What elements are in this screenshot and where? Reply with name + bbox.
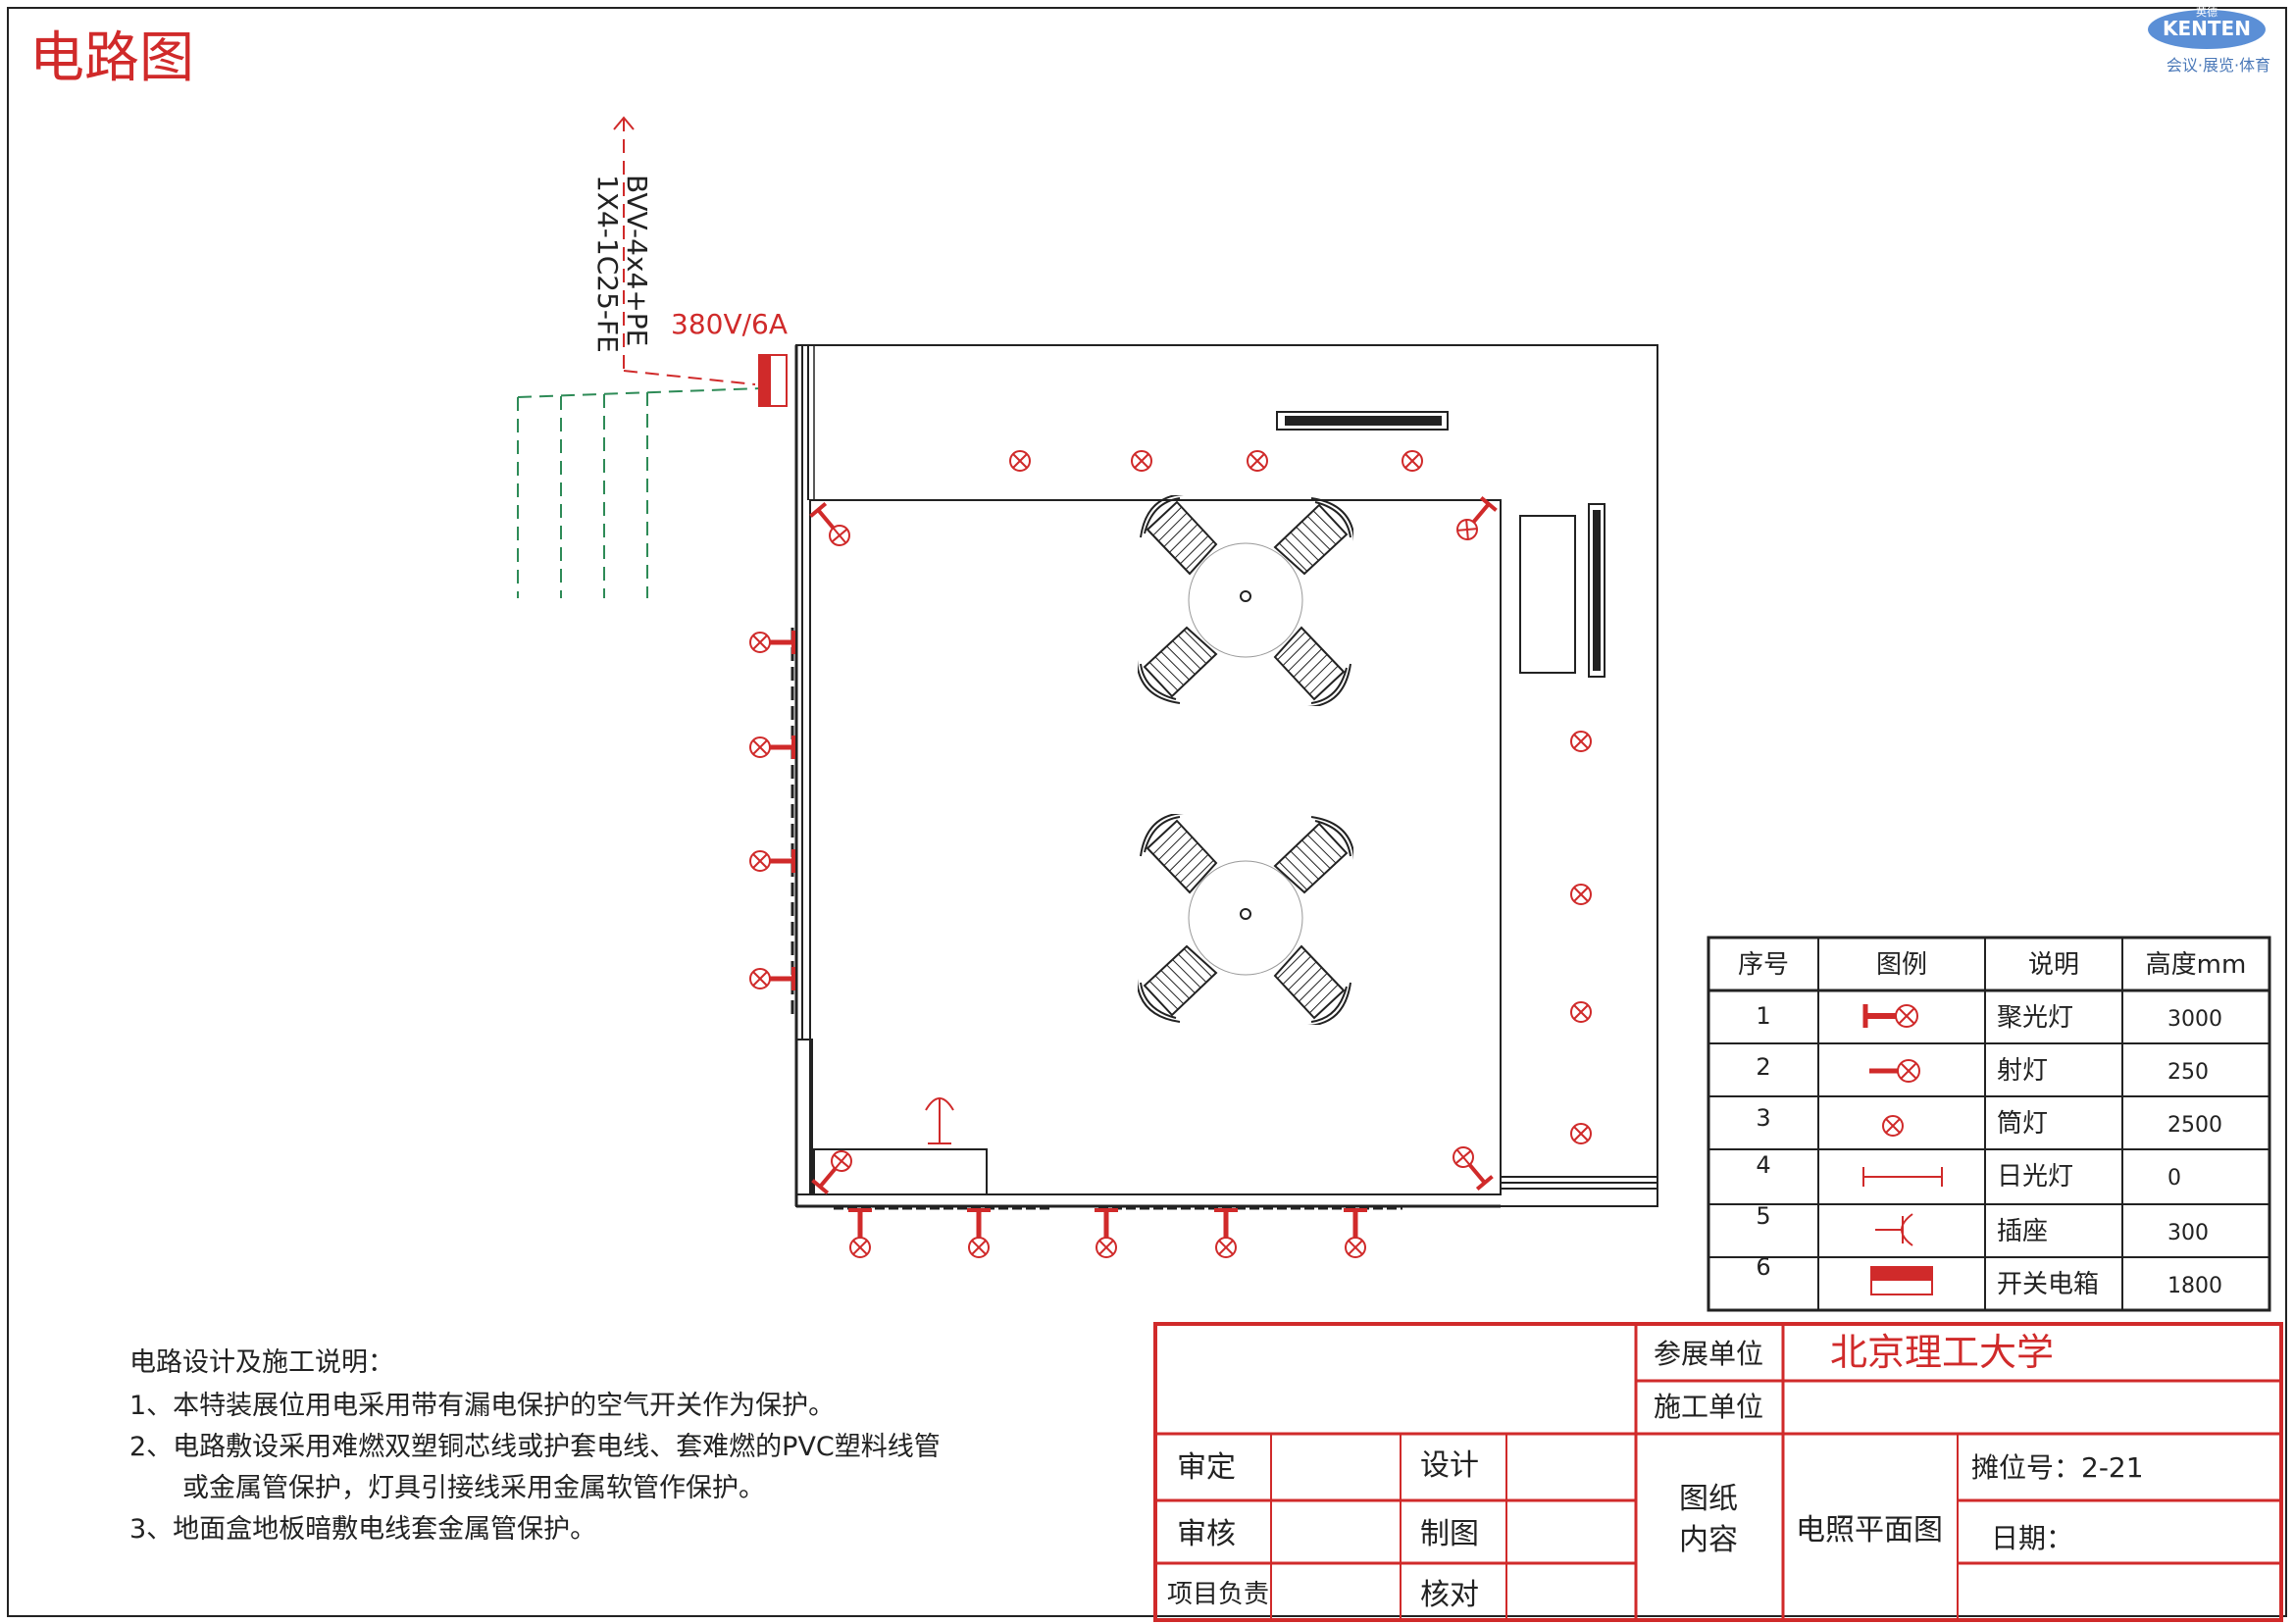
table-group-2 [1138,814,1353,1025]
spotlight-icon [848,1208,872,1258]
drawing-content-label-2: 内容 [1679,1523,1738,1557]
legend-header-no: 序号 [1738,950,1789,980]
logo-text: KENTEN [2163,17,2251,40]
downlight-icon [1247,450,1268,472]
notes-line-2: 2、电路敷设采用难燃双塑铜芯线或护套电线、套难燃的PVC塑料线管 [129,1432,941,1462]
downlight-icon [1882,1115,1904,1137]
legend-table: 序号 图例 说明 高度mm 1 2 3 4 5 6 [1707,936,2271,1312]
design-label: 设计 [1420,1448,1479,1483]
logo-subtitle: 会议·展览·体育 [2167,56,2270,75]
projector-light-icon [1453,1146,1494,1192]
projector-light-icon [809,501,850,546]
pm-label: 项目负责 [1167,1580,1269,1609]
switch-box-icon [1870,1266,1933,1295]
downlight-icon [1009,450,1031,472]
legend-row-no: 3 [1756,1104,1770,1132]
legend-row-no: 1 [1756,1002,1770,1030]
contractor-label: 施工单位 [1654,1391,1763,1423]
spotlight-icon [749,967,795,990]
drawing-content-label-1: 图纸 [1679,1482,1738,1516]
page-title: 电路图 [29,26,194,90]
legend-row-height: 250 [2167,1060,2209,1085]
spotlight-icon [749,849,795,873]
spotlight-icon [1214,1208,1238,1258]
legend-row-height: 1800 [2167,1274,2222,1298]
switch-box [758,354,788,407]
power-rating: 380V/6A [671,308,788,340]
legend-row-desc: 筒灯 [1997,1109,2048,1139]
audit-label: 审核 [1177,1517,1236,1551]
spotlight-icon [1095,1208,1118,1258]
projector-light-icon [811,1150,852,1195]
sheet-border [7,7,2287,1617]
legend-row-height: 300 [2167,1221,2209,1245]
downlight-icon [1131,450,1152,472]
drawing-name: 电照平面图 [1796,1513,1943,1548]
legend-row-desc: 射灯 [1997,1056,2048,1086]
legend-row-height: 3000 [2167,1007,2222,1032]
socket-icon [1875,1213,1913,1246]
exhibitor-label: 参展单位 [1654,1338,1763,1370]
legend-row-desc: 插座 [1997,1217,2048,1246]
legend-row-no: 6 [1756,1253,1770,1281]
bottom-spotlights [848,1208,1367,1258]
legend-header-height: 高度mm [2146,950,2247,980]
title-block: 参展单位 北京理工大学 施工单位 审定 设计 审核 制图 项目负责 核对 图纸 … [1153,1322,2283,1622]
downlight-icon [1402,450,1423,472]
cable-spec-2: 1X4-1C25-FE [591,175,624,353]
spotlight-icon [749,736,795,759]
spotlight-icon [749,631,795,654]
logo-small-top: 英德 [2196,5,2218,19]
notes-title: 电路设计及施工说明： [129,1347,394,1378]
projector-light-icon [1869,1059,1920,1083]
legend-row-no: 2 [1756,1053,1770,1081]
projector-light-icon [1456,495,1498,540]
downlight-icon [1570,731,1592,752]
spotlight-icon [967,1208,991,1258]
construction-notes: 电路设计及施工说明： 1、本特装展位用电采用带有漏电保护的空气开关作为保护。 2… [129,1347,941,1545]
legend-header-icon: 图例 [1876,950,1927,980]
legend-row-height: 0 [2167,1166,2181,1191]
exhibitor-value: 北京理工大学 [1830,1331,2054,1374]
notes-line-3: 或金属管保护，灯具引接线采用金属软管作保护。 [182,1473,765,1503]
legend-row-no: 4 [1756,1151,1770,1179]
socket-icon [925,1097,954,1144]
notes-line-1: 1、本特装展位用电采用带有漏电保护的空气开关作为保护。 [129,1391,835,1421]
table-group-1 [1138,495,1353,706]
legend-row-height: 2500 [2167,1113,2222,1138]
review-label: 审定 [1177,1450,1236,1485]
legend-row-no: 5 [1756,1202,1770,1230]
booth-floor-plan [790,344,1658,1210]
check-label: 核对 [1420,1578,1479,1612]
cable-spec-1: BVV-4x4+PE [621,175,653,346]
legend-header-desc: 说明 [2028,950,2079,980]
notes-line-4: 3、地面盒地板暗敷电线套金属管保护。 [129,1514,596,1545]
corner-projector-lights [809,495,1498,1195]
downlight-icon [1570,1001,1592,1023]
legend-row-desc: 开关电箱 [1997,1270,2099,1299]
downlight-icon [1570,884,1592,905]
left-spotlights [749,631,795,990]
spotlight-icon [1862,1004,1918,1028]
downlight-icon [1570,1123,1592,1144]
fluorescent-icon [1862,1167,1943,1187]
legend-row-desc: 日光灯 [1997,1162,2073,1192]
spotlight-icon [1344,1208,1367,1258]
incoming-cable: BVV-4x4+PE 1X4-1C25-FE 380V/6A [517,116,788,598]
date-label: 日期： [1991,1522,2073,1554]
draw-label: 制图 [1420,1517,1479,1551]
legend-row-desc: 聚光灯 [1997,1003,2073,1033]
booth-number: 摊位号：2-21 [1971,1451,2144,1484]
kenten-logo: 英德 KENTEN 会议·展览·体育 [2148,5,2270,75]
